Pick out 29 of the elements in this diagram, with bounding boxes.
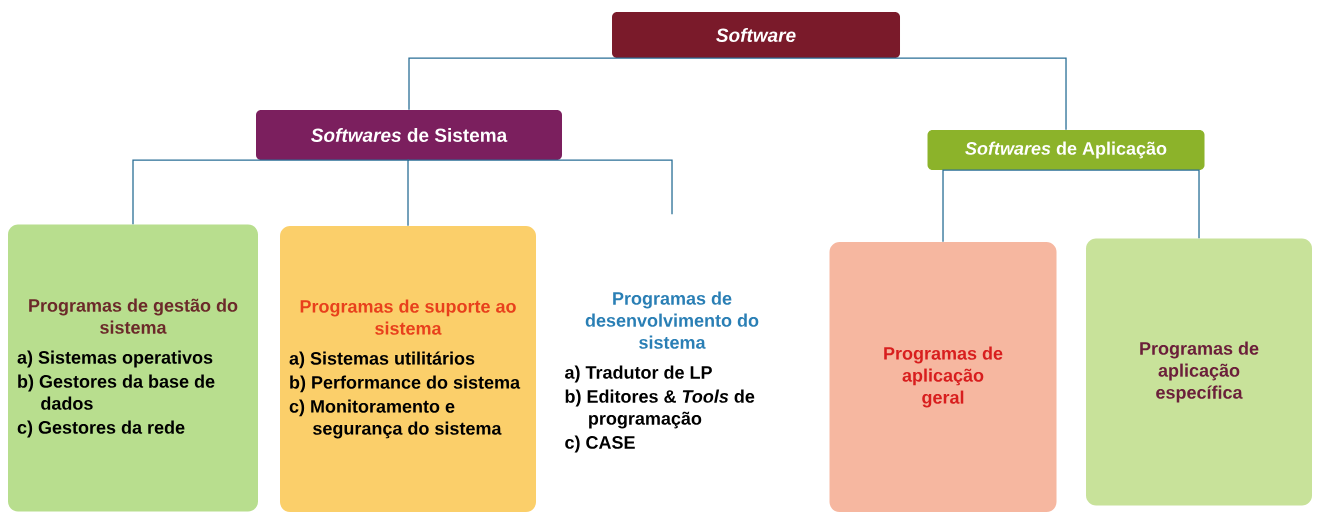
connector-line: [942, 169, 1067, 243]
box-heading: Softwares de Aplicação: [965, 141, 1167, 159]
list-item: b) Performance do sistema: [290, 375, 521, 393]
title-box: [612, 12, 900, 58]
box-heading: Programas de aplicação específica: [1140, 341, 1259, 403]
box-heading: Programas de gestão do sistema: [29, 298, 238, 334]
connector-line: [755, 57, 1067, 131]
box-heading: Programas de aplicação geral: [884, 346, 1003, 408]
connector-line: [132, 159, 410, 225]
list-item: a) Sistemas operativos: [17, 350, 213, 368]
list-item: c) Gestores da rede: [17, 420, 185, 438]
list-item: c) Monitoramento e segurança do sistema: [289, 399, 502, 439]
list-item: a) Tradutor de LP: [565, 365, 712, 383]
list-item: c) CASE: [565, 435, 635, 453]
list-item: a) Sistemas utilitários: [289, 351, 475, 369]
connector-line: [407, 159, 410, 227]
connector-line: [1065, 169, 1200, 239]
connector-line: [408, 159, 673, 215]
category-box: [256, 110, 562, 160]
program-box: [1086, 238, 1312, 506]
program-box: [280, 226, 536, 512]
box-heading: Programas de desenvolvimento do sistema: [585, 291, 759, 349]
connector-line: [408, 57, 757, 111]
program-box: [8, 224, 258, 512]
category-box: [927, 130, 1205, 170]
box-heading: Softwares de Sistema: [311, 128, 508, 142]
program-box: [829, 242, 1057, 512]
box-heading: Programas de suporte ao sistema: [300, 299, 516, 335]
box-heading: Software: [716, 28, 796, 42]
